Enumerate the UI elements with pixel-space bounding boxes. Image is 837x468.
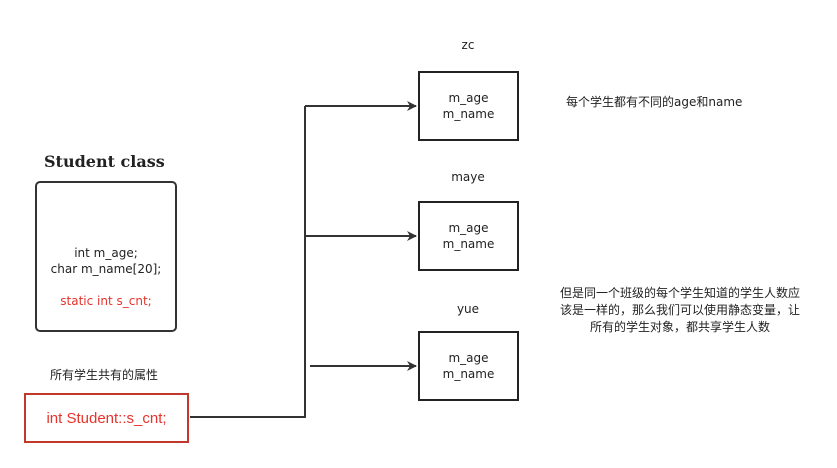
instance-box-maye: m_age m_name <box>418 201 519 271</box>
static-definition-text: int Student::s_cnt; <box>46 409 167 427</box>
connector-trunk <box>190 106 306 418</box>
field-m-age: m_age <box>448 91 489 105</box>
field-m-age: m_age <box>448 221 489 235</box>
field-m-name: m_name <box>442 107 495 121</box>
instance-box-yue: m_age m_name <box>418 331 519 401</box>
field-m-name: m_name <box>442 237 495 251</box>
class-member-name: char m_name[20]; <box>50 262 162 276</box>
note-shared-count: 但是同一个班级的每个学生知道的学生人数应 该是一样的，那么我们可以使用静态变量，… <box>540 285 820 336</box>
field-m-name: m_name <box>442 367 495 381</box>
instance-name-yue: yue <box>456 302 480 316</box>
field-m-age: m_age <box>448 351 489 365</box>
static-definition-box: int Student::s_cnt; <box>24 393 189 443</box>
note-line: 所有的学生对象，都共享学生人数 <box>589 320 770 334</box>
instance-name-zc: zc <box>461 38 475 52</box>
class-member-age: int m_age; <box>74 246 138 260</box>
class-box: int m_age; char m_name[20]; static int s… <box>35 181 177 332</box>
note-different-fields: 每个学生都有不同的age和name <box>566 95 743 109</box>
note-line: 该是一样的，那么我们可以使用静态变量，让 <box>559 303 800 317</box>
class-title: Student class <box>44 152 165 171</box>
shared-attribute-label: 所有学生共有的属性 <box>50 368 159 382</box>
class-static-member: static int s_cnt; <box>60 294 152 308</box>
instance-name-maye: maye <box>451 170 485 184</box>
note-line: 但是同一个班级的每个学生知道的学生人数应 <box>559 286 800 300</box>
instance-box-zc: m_age m_name <box>418 71 519 141</box>
